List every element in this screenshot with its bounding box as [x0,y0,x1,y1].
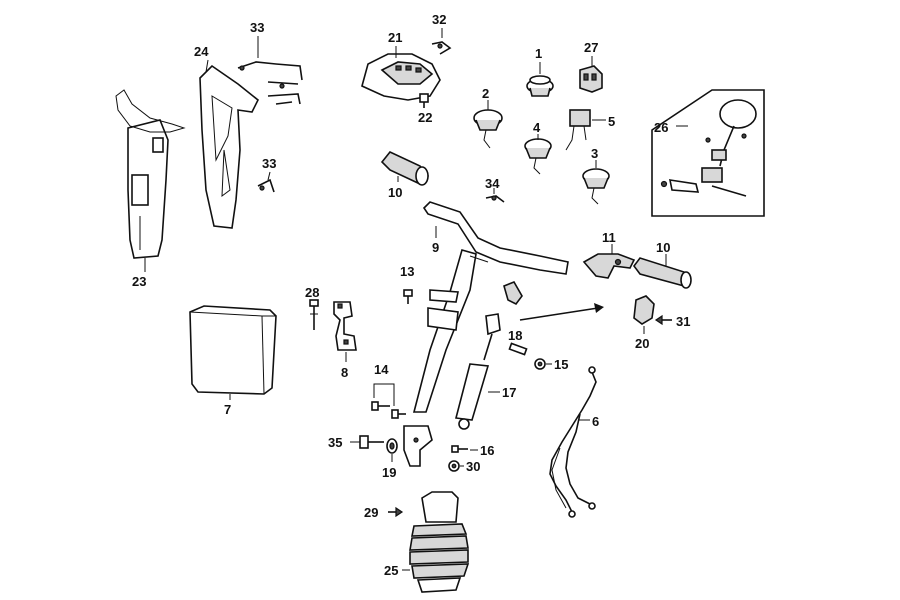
label-14: 14 [374,362,389,377]
part-23-front-cover [115,89,186,259]
label-23: 23 [132,274,146,289]
label-31: 31 [676,314,690,329]
label-1: 1 [535,46,542,61]
part-7-storage-box [189,305,277,395]
part-29-screw [388,506,404,518]
label-11: 11 [602,230,616,245]
part-18-pin [508,342,528,356]
part-1-indicator-lamp [526,75,554,97]
label-33-top: 33 [250,20,264,35]
part-14-bolts [371,401,406,419]
part-5-connector [565,109,591,151]
label-17: 17 [502,385,516,400]
part-15-nut [534,358,546,370]
label-15: 15 [554,357,568,372]
label-5: 5 [608,114,615,129]
part-30-nut [448,460,460,472]
part-9-handlebar [412,201,569,413]
label-28: 28 [305,285,319,300]
part-21-handlebar-cover [361,53,441,101]
label-20: 20 [635,336,649,351]
label-32: 32 [432,12,446,27]
part-6-cable [549,366,597,518]
part-10-grip-left [380,151,430,186]
part-34-clip [485,195,505,203]
part-27-socket [579,65,603,93]
label-8: 8 [341,365,348,380]
label-13: 13 [400,264,414,279]
label-30: 30 [466,459,480,474]
part-16-bolt [451,445,468,453]
label-25: 25 [384,563,398,578]
part-26-mirror-kit [651,89,765,217]
label-27: 27 [584,40,598,55]
assembly-pointer-arrow [519,303,604,321]
label-33-lower: 33 [262,156,276,171]
part-22-screw [419,93,429,108]
part-11-brake-lever [582,253,636,279]
part-17-damper [454,280,523,430]
label-26: 26 [654,120,668,135]
part-8-bracket [333,301,357,351]
label-19: 19 [382,465,396,480]
part-4-indicator [524,138,552,175]
label-16: 16 [480,443,494,458]
label-2: 2 [482,86,489,101]
label-29: 29 [364,505,378,520]
part-33-clip-lower [257,178,275,193]
part-31-screw [654,314,672,326]
label-21: 21 [388,30,402,45]
part-19-bush [386,438,398,454]
part-28-bolt [309,299,319,330]
label-34: 34 [485,176,500,191]
label-4: 4 [533,120,541,135]
label-10-right: 10 [656,240,670,255]
part-32-clip [431,41,452,55]
part-25-bellows [409,491,470,593]
part-35-bolt [350,435,384,449]
label-6: 6 [592,414,599,429]
part-10-grip-right [633,257,692,289]
label-7: 7 [224,402,231,417]
label-3: 3 [591,146,598,161]
label-10-upper: 10 [388,185,402,200]
part-33-clips-top [237,61,303,105]
label-24: 24 [194,44,209,59]
mount-plate [403,425,433,467]
part-3-indicator [582,168,610,205]
part-2-buzzer [473,109,503,149]
part-20-knob [633,295,655,325]
part-24-inner-cover [199,64,260,229]
label-35: 35 [328,435,342,450]
part-13-bolt [403,289,413,304]
label-18: 18 [508,328,522,343]
label-22: 22 [418,110,432,125]
label-9: 9 [432,240,439,255]
